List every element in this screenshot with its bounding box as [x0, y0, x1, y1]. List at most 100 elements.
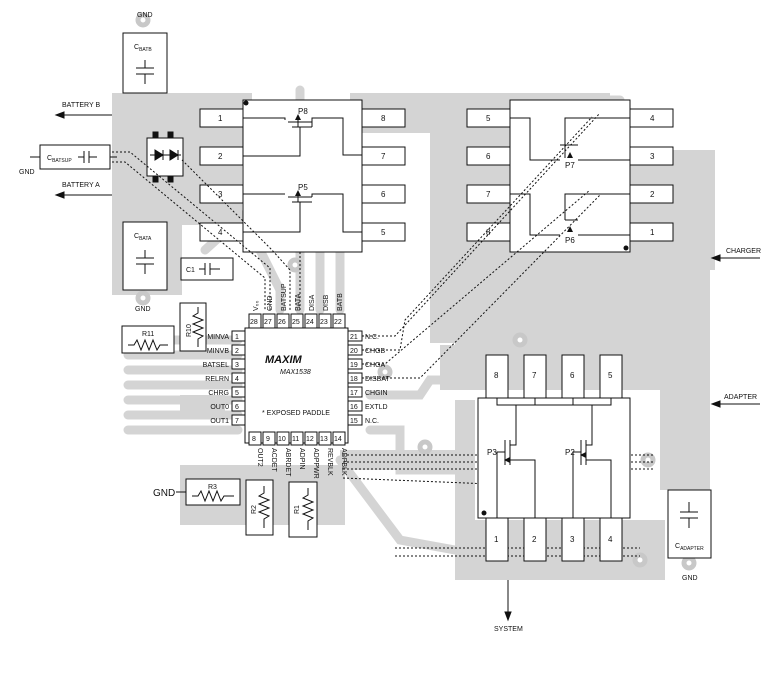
ic-bottom-pins: 8 9 10 11 12 13 14 OUT2 ACDET ABRDET ADP… [248, 431, 347, 479]
pin1-dot-right [623, 245, 629, 251]
battery-a-label: BATTERY A [62, 182, 100, 189]
resistor-r10 [179, 302, 207, 352]
mbr-pin-5: 5 [486, 114, 491, 123]
ic-pin-num: 1 [235, 334, 239, 341]
mbr-pin-2: 2 [650, 190, 655, 199]
mbl-pin-5: 5 [381, 228, 386, 237]
resistor-r1 [288, 481, 318, 538]
mbb-pin-7: 7 [532, 371, 537, 380]
ic-pin-num: 8 [252, 436, 256, 443]
resistor-r11 [121, 325, 175, 354]
p3-arrow [504, 457, 510, 463]
r1-label: R1 [294, 505, 301, 514]
p8-arrow [295, 114, 301, 120]
mbb-pin-4: 4 [608, 535, 613, 544]
gnd-label-r3: GND [153, 488, 175, 499]
mbr-pin-8: 8 [486, 228, 491, 237]
mbl-pin-8: 8 [381, 114, 386, 123]
ic-pin-num: 20 [350, 348, 358, 355]
gnd-label-left: GND [19, 169, 35, 176]
ic-pin-name: N.C. [365, 418, 379, 425]
ic-pin-name: V₀₀ [253, 300, 260, 311]
gnd-label-mid: GND [135, 306, 151, 313]
r2-label: R2 [251, 505, 258, 514]
battery-b-arrow [54, 111, 112, 119]
ic-pin-num: 16 [350, 404, 358, 411]
battery-b-label: BATTERY B [62, 102, 100, 109]
mbl-pin-6: 6 [381, 190, 386, 199]
ic-pin-name: CHRG [208, 390, 229, 397]
fet-p6-label: P6 [565, 236, 575, 245]
ic-pin-name: ADPIN [298, 448, 305, 469]
ic-pin-num: 11 [292, 436, 299, 443]
ic-pin-name: DISA [309, 294, 316, 311]
ic-max1538 [244, 327, 349, 444]
pin1-dot-bottom [481, 510, 487, 516]
ic-left-pins: 1 2 3 4 5 6 7 MINVA MINVB BATSEL RELRN C… [203, 330, 246, 426]
mosfet-block-right [466, 99, 674, 253]
ic-pin-name: BATSEL [203, 362, 229, 369]
mosfet-block-bottom [477, 354, 631, 562]
dual-diode [146, 131, 184, 183]
ic-pin-num: 5 [235, 390, 239, 397]
mbl-pin-7: 7 [381, 152, 386, 161]
mbr-pin-1: 1 [650, 228, 655, 237]
c1-label: C1 [186, 267, 195, 274]
ic-pin-num: 18 [350, 376, 358, 383]
fet-p5-label: P5 [298, 183, 308, 192]
ic-pin-num: 28 [250, 319, 258, 326]
cbatb-label: CBATB [134, 44, 152, 53]
mbb-pin-6: 6 [570, 371, 575, 380]
system-label: SYSTEM [494, 626, 523, 633]
ic-pin-num: 3 [235, 362, 239, 369]
ic-pin-name: MINVB [207, 348, 230, 355]
ic-pin-name: EXTLD [365, 404, 388, 411]
ic-note: * EXPOSED PADDLE [262, 410, 330, 417]
ic-pin-name: OUT2 [256, 448, 263, 467]
mbl-pin-3: 3 [218, 190, 223, 199]
r11-label: R11 [142, 331, 154, 338]
ic-pin-num: 9 [266, 436, 270, 443]
mbr-pin-4: 4 [650, 114, 655, 123]
ic-pin-name: DISBAT [365, 376, 390, 383]
mbb-pin-8: 8 [494, 371, 499, 380]
mbr-pin-3: 3 [650, 152, 655, 161]
ic-pin-num: 22 [334, 319, 342, 326]
ic-pin-name: ACDET [270, 448, 277, 472]
fet-p2-label: P2 [565, 448, 575, 457]
ic-pin-num: 25 [292, 319, 300, 326]
ic-right-pins: 21 20 19 18 17 16 15 N.C. CHGB CHGA DISB… [347, 330, 390, 426]
resistor-r2 [245, 479, 274, 536]
gnd-label-bottom: GND [682, 575, 698, 582]
ic-pin-num: 10 [278, 436, 286, 443]
ic-pin-name: DISB [323, 294, 330, 311]
p6-arrow [567, 226, 573, 232]
ic-pin-name: MINVA [207, 334, 229, 341]
ic-pin-num: 15 [350, 418, 358, 425]
ic-pin-num: 24 [306, 319, 314, 326]
fet-p3-label: P3 [487, 448, 497, 457]
ic-pin-name: ABRDET [284, 448, 291, 477]
ic-pin-name: CHGB [365, 348, 386, 355]
ic-pin-name: BATA [295, 293, 302, 311]
ic-pin-num: 4 [235, 376, 239, 383]
cbatsup-label: CBATSUP [47, 155, 72, 164]
ic-pin-num: 6 [235, 404, 239, 411]
p7-arrow [567, 152, 573, 158]
ic-pin-num: 7 [235, 418, 239, 425]
capacitor-cbata [122, 221, 168, 291]
fet-p7-label: P7 [565, 161, 575, 170]
mbb-pin-2: 2 [532, 535, 537, 544]
adapter-arrow [710, 400, 760, 408]
ic-pin-num: 21 [350, 334, 358, 341]
capacitor-cadapter [667, 489, 712, 559]
ic-pin-num: 23 [320, 319, 328, 326]
ic-pin-num: 19 [350, 362, 358, 369]
gnd-label-top: GND [137, 12, 153, 19]
ic-pin-name: BATB [337, 293, 344, 311]
mbb-pin-1: 1 [494, 535, 499, 544]
ic-pin-name: CHGIN [365, 390, 388, 397]
ic-pin-name: OUT0 [210, 404, 229, 411]
